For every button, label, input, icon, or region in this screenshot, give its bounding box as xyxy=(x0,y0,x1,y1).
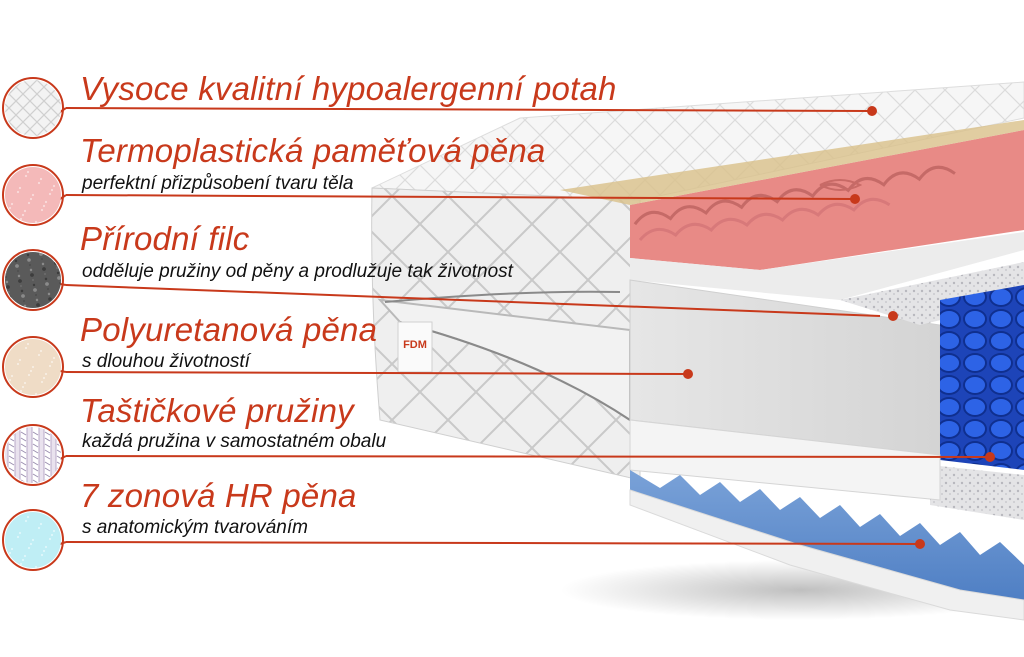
brand-label-tag xyxy=(397,321,433,373)
layer-title-1: Termoplastická paměťová pěna xyxy=(80,132,546,169)
top-felt-strip xyxy=(560,120,1024,205)
swatch-5-icon xyxy=(2,509,64,571)
memory-foam-layer xyxy=(630,130,1024,270)
leader-dot-5 xyxy=(915,539,925,549)
zipper-line-lower xyxy=(399,321,631,421)
layer-title-3: Polyuretanová pěna xyxy=(80,311,378,348)
layer-title-2: Přírodní filc xyxy=(80,220,250,257)
lower-felt-layer xyxy=(930,465,1024,520)
swatch-ring xyxy=(2,164,64,226)
layer-subtitle-3: s dlouhou životností xyxy=(82,351,250,372)
pocket-springs-layer xyxy=(940,285,1024,470)
layer-title-0: Vysoce kvalitní hypoalergenní potah xyxy=(80,70,617,107)
bottom-cover xyxy=(629,489,1024,621)
cover-lower-strip xyxy=(629,419,941,501)
leader-line-5 xyxy=(65,541,919,545)
swatch-ring xyxy=(2,424,64,486)
swatch-ring xyxy=(2,77,64,139)
layer-title-4: Taštičkové pružiny xyxy=(80,392,354,429)
swatch-ring xyxy=(2,509,64,571)
leader-line-1 xyxy=(65,194,854,200)
polyurethane-foam-top xyxy=(630,232,1024,300)
swatch-1-icon xyxy=(2,164,64,226)
memory-foam-ridges xyxy=(633,165,956,226)
layer-title-5: 7 zonová HR pěna xyxy=(80,477,357,514)
hr-foam-layer xyxy=(630,470,1024,600)
layer-subtitle-2: odděluje pružiny od pěny a prodlužuje ta… xyxy=(82,261,513,282)
memory-foam-ridges-2 xyxy=(638,197,891,242)
swatch-4-icon xyxy=(2,424,64,486)
leader-dot-2 xyxy=(888,311,898,321)
layer-subtitle-4: každá pružina v samostatném obalu xyxy=(82,431,387,452)
swatch-0-icon xyxy=(2,77,64,139)
leader-line-2 xyxy=(65,284,881,317)
swatch-2-icon xyxy=(2,249,64,311)
leader-dot-0 xyxy=(867,106,877,116)
layer-subtitle-5: s anatomickým tvarováním xyxy=(82,517,308,538)
leader-dot-3 xyxy=(683,369,693,379)
leader-dot-1 xyxy=(850,194,860,204)
swatch-3-icon xyxy=(2,336,64,398)
leader-dot-4 xyxy=(985,452,995,462)
leader-line-0 xyxy=(65,107,871,112)
leader-line-3 xyxy=(65,371,687,375)
swatch-ring xyxy=(2,336,64,398)
leader-line-4 xyxy=(65,455,989,458)
swatch-ring xyxy=(2,249,64,311)
memory-foam-swirl xyxy=(819,179,863,191)
brand-label-text: FDM xyxy=(403,339,427,351)
layer-subtitle-1: perfektní přizpůsobení tvaru těla xyxy=(82,173,354,194)
